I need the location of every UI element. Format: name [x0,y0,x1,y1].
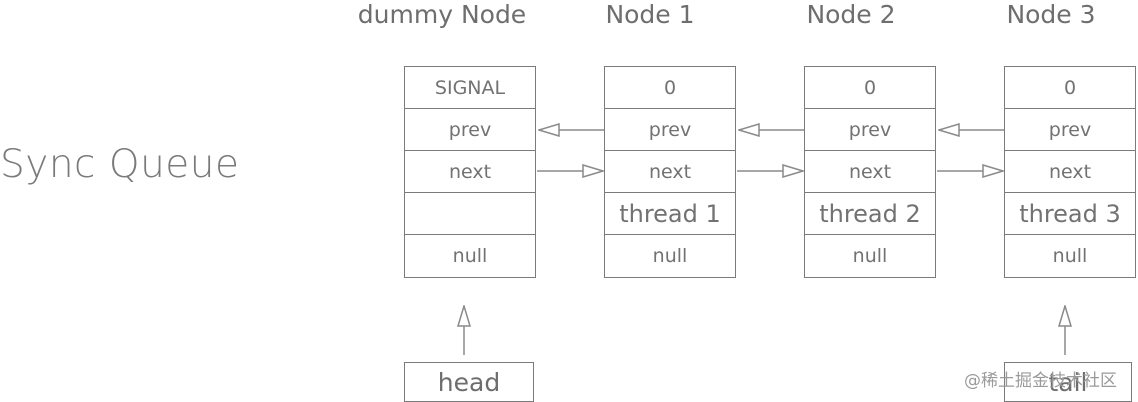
head-pointer-box: head [404,362,534,402]
node-field-next: next [805,151,935,193]
node-field-waitstatus: 0 [605,67,735,109]
node-field-nextwaiter: null [652,245,688,267]
node-3: 0 prev next thread 3 null [1004,66,1136,278]
dummy-node: SIGNAL prev next null [404,66,536,278]
node-field-waitstatus: 0 [1005,67,1135,109]
node-field-next: next [405,151,535,193]
node-field-next: next [605,151,735,193]
node-title-3: Node 3 [1006,0,1096,29]
node-2: 0 prev next thread 2 null [804,66,936,278]
head-label: head [437,367,501,397]
queue-title: Sync Queue [0,142,240,187]
node-field-nextwaiter: null [1052,245,1088,267]
node-field-thread: thread 2 [805,193,935,235]
node-title-1: Node 1 [605,0,695,29]
tail-label: tail [1048,367,1088,397]
node-field-thread [405,193,535,235]
tail-pointer-box: tail [1004,362,1132,402]
watermark: @稀土掘金技术社区 [964,371,1117,391]
node-field-thread: thread 1 [605,193,735,235]
node-field-nextwaiter: null [452,245,488,267]
node-field-prev: prev [605,109,735,151]
node-field-next: next [1005,151,1135,193]
node-field-prev: prev [805,109,935,151]
node-1: 0 prev next thread 1 null [604,66,736,278]
node-field-waitstatus: SIGNAL [405,67,535,109]
node-title-2: Node 2 [806,0,896,29]
node-field-prev: prev [1005,109,1135,151]
node-title-dummy: dummy Node [357,0,527,29]
node-field-thread: thread 3 [1005,193,1135,235]
node-field-nextwaiter: null [852,245,888,267]
node-field-waitstatus: 0 [805,67,935,109]
node-field-prev: prev [405,109,535,151]
